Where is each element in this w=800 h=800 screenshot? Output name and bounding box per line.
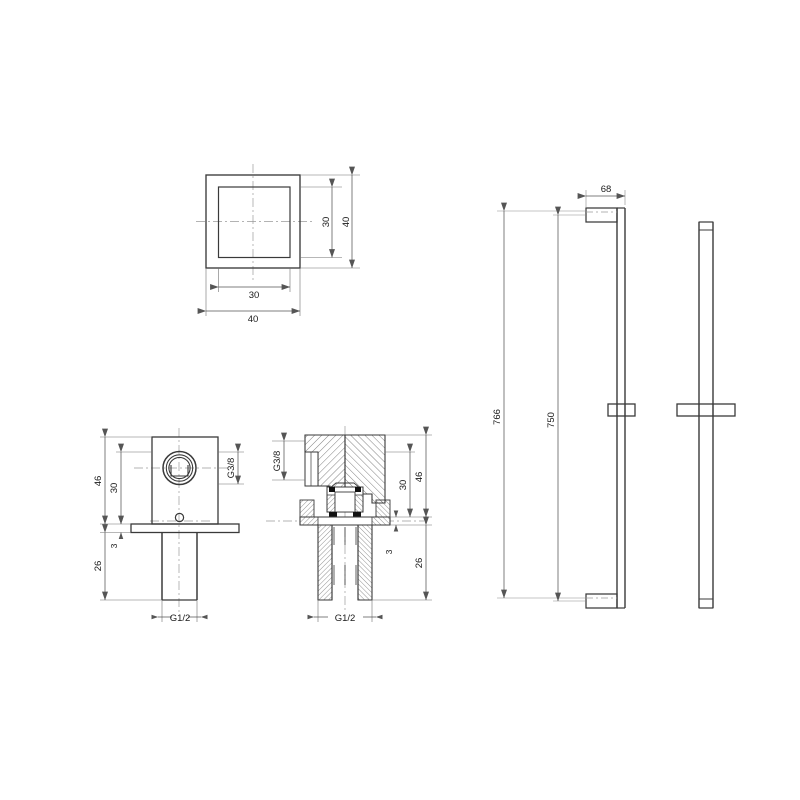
dim-label-26-section: 26 [414, 558, 425, 569]
dim-label-g12-elevation: G1/2 [170, 613, 191, 624]
g12-spigot [161, 532, 198, 601]
view-escutcheon-plan: 30 40 30 40 [196, 164, 360, 325]
wall-flange-plate [130, 523, 240, 534]
dim-label-40-v: 40 [341, 217, 352, 228]
dim-label-26-elevation: 26 [93, 561, 104, 572]
escutcheon-inner-square [217, 186, 291, 259]
rail-side-bottom-cap [698, 598, 714, 609]
dim-section-g12: G1/2 [307, 600, 383, 624]
dim-rail-750: 750 [546, 206, 561, 602]
dim-section-26: 26 [414, 516, 429, 601]
dim-label-30-section: 30 [398, 480, 409, 491]
dim-elevation-g38: G3/8 [226, 443, 241, 485]
dim-section-3: 3 [384, 510, 399, 554]
dim-label-46-section: 46 [414, 472, 425, 483]
dim-label-46-elevation: 46 [93, 476, 104, 487]
dim-label-g38-elevation: G3/8 [226, 458, 237, 479]
section-oring-left [329, 512, 337, 517]
view-rail-side [676, 221, 736, 609]
dim-escutcheon-outer-height: 40 [341, 166, 355, 269]
dim-escutcheon-inner-width: 30 [210, 284, 291, 301]
handle-square-drive [170, 465, 189, 477]
dim-escutcheon-outer-width: 40 [197, 308, 301, 325]
rail-side-slider-holder [676, 403, 736, 417]
dim-escutcheon-inner-height: 30 [321, 178, 335, 258]
dim-rail-68: 68 [577, 184, 626, 199]
dim-rail-766: 766 [492, 202, 507, 599]
dim-label-40-h: 40 [248, 314, 259, 325]
dim-label-g38-section: G3/8 [272, 451, 283, 472]
dim-section-46: 46 [414, 426, 429, 518]
dim-elevation-26: 26 [93, 524, 108, 601]
rail-side-top-cap [698, 221, 714, 231]
dim-label-68: 68 [601, 184, 612, 195]
dim-elevation-46: 46 [93, 428, 108, 525]
dim-label-30-h: 30 [249, 290, 260, 301]
rail-slider-holder [607, 403, 636, 417]
centerline-group [196, 164, 312, 280]
view-rail-front: 766 750 68 [492, 184, 636, 609]
dim-label-3-elevation: 3 [109, 543, 119, 548]
dim-label-30-elevation: 30 [109, 483, 120, 494]
dim-label-30-v: 30 [321, 217, 332, 228]
dim-label-766: 766 [492, 409, 503, 425]
view-valve-elevation: 46 30 3 26 G3/8 G1/2 [93, 428, 244, 624]
handle-outer-ring [162, 450, 197, 486]
handle-inner-ring [168, 456, 191, 480]
dim-elevation-3: 3 [109, 517, 124, 548]
outlet-port-circle [174, 512, 185, 523]
dim-elevation-g12: G1/2 [151, 613, 208, 624]
dim-elevation-30: 30 [109, 443, 124, 525]
escutcheon-outer-square [205, 174, 301, 269]
dim-section-30: 30 [398, 443, 413, 518]
section-seal-right [355, 487, 361, 492]
section-side-port-left [299, 499, 315, 518]
dim-label-g12-section: G1/2 [335, 613, 356, 624]
section-oring-right [353, 512, 361, 517]
dim-label-750: 750 [546, 412, 557, 428]
section-inlet-bore [304, 451, 319, 487]
section-wall-flange [299, 516, 391, 526]
dim-section-g38: G3/8 [272, 432, 305, 481]
view-valve-section: G3/8 46 30 3 26 [266, 426, 432, 624]
handle-middle-ring [165, 454, 194, 482]
section-side-port-right [375, 499, 391, 518]
dim-label-3-section: 3 [384, 549, 394, 554]
section-seal-left [329, 487, 335, 492]
